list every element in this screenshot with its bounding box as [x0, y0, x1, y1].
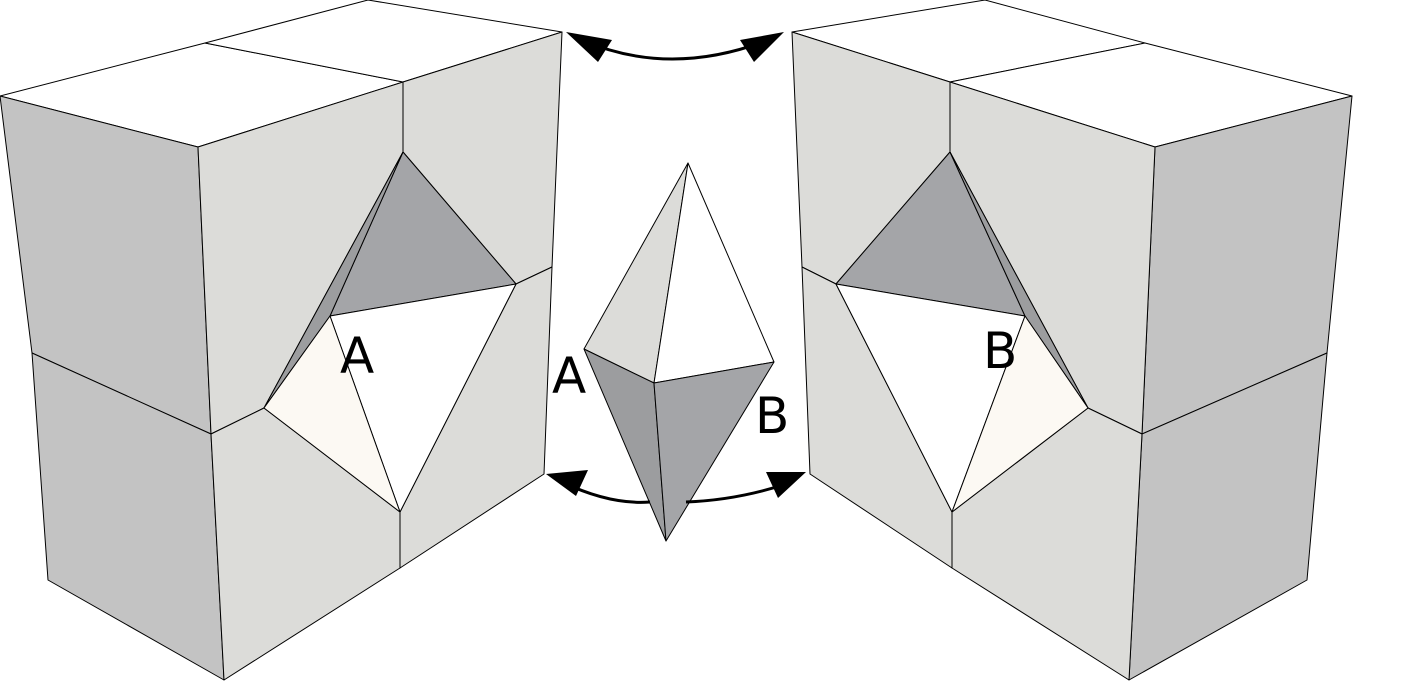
octahedron-label-a: A [552, 347, 586, 405]
center-octahedron: A B [552, 162, 789, 542]
top-arrow-left-head [566, 32, 612, 62]
right-block: B [791, 0, 1353, 681]
top-arrow [566, 32, 784, 62]
right-cavity-facet-light [951, 315, 1089, 513]
top-arrow-right-head [740, 32, 784, 62]
bottom-arrow-left-head [546, 470, 588, 496]
bottom-arrow [546, 470, 806, 504]
bottom-arrow-right-head [766, 472, 806, 498]
left-cavity-facet-light [263, 315, 401, 513]
left-block: A [0, 0, 563, 681]
right-block-label: B [983, 322, 1017, 380]
octahedron-label-b: B [755, 387, 789, 445]
left-block-label: A [340, 327, 374, 385]
left-block-side-upper [0, 95, 212, 435]
octahedron-lower-right-facet [653, 361, 775, 542]
